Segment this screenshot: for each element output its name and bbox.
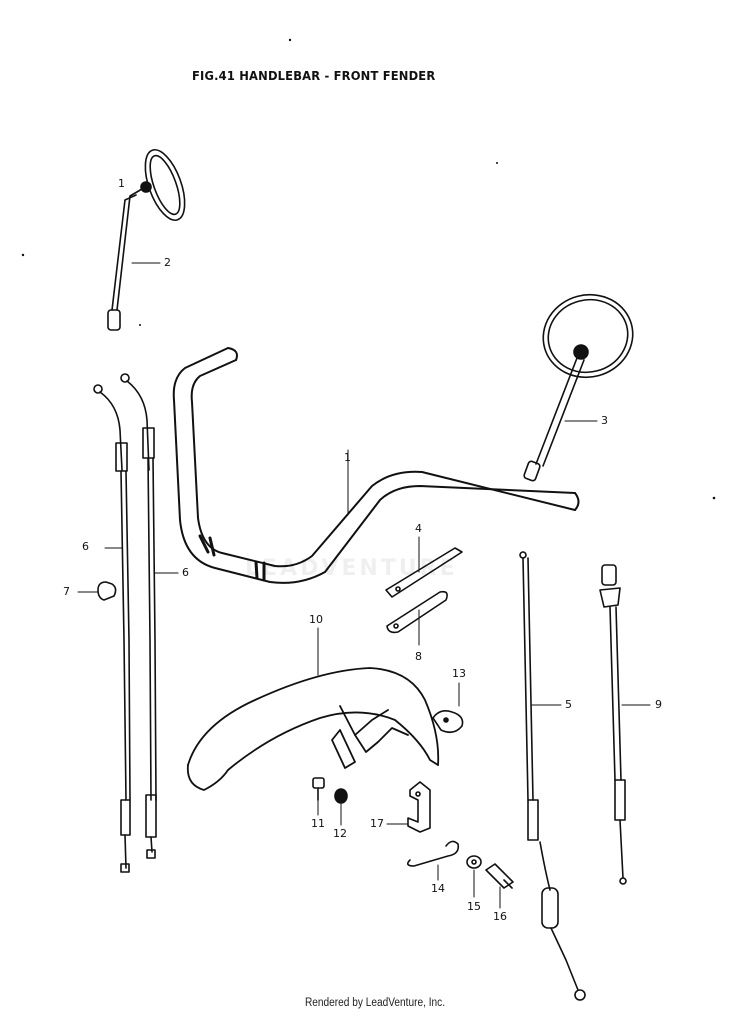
washer-15-part: [466, 855, 482, 869]
clutch-cable-part: [93, 384, 131, 873]
callout-9: 9: [655, 698, 662, 711]
callout-3: 3: [601, 414, 608, 427]
callout-5: 5: [565, 698, 572, 711]
bolt-11-part: [312, 777, 325, 801]
callout-6-left: 6: [82, 540, 89, 553]
figure-title: FIG.41 HANDLEBAR - FRONT FENDER: [192, 68, 436, 83]
speedometer-cable-part: [519, 551, 586, 1001]
bracket-8-part: [386, 590, 448, 634]
washer-12-part: [334, 788, 348, 804]
callout-15: 15: [467, 900, 481, 913]
bracket-4-part: [385, 547, 463, 598]
scan-specks: [21, 38, 716, 500]
callout-12: 12: [333, 827, 347, 840]
bracket-17-part: [407, 781, 431, 833]
right-mirror-part: [523, 293, 634, 482]
watermark: LEADVENTURE: [245, 556, 458, 581]
callout-17: 17: [370, 817, 384, 830]
leader-lines: [77, 262, 651, 909]
callout-10: 10: [309, 613, 323, 626]
front-fender-part: [186, 667, 440, 791]
callout-2: 2: [164, 256, 171, 269]
cable-clamp-part: [97, 581, 117, 601]
callout-11: 11: [311, 817, 325, 830]
callout-14: 14: [431, 882, 445, 895]
footer-credit: Rendered by LeadVenture, Inc.: [304, 997, 446, 1009]
callout-16: 16: [493, 910, 507, 923]
callout-1-mirror: 1: [118, 177, 125, 190]
callout-13: 13: [452, 667, 466, 680]
brake-cable-part: [120, 373, 157, 859]
callout-8: 8: [415, 650, 422, 663]
callout-1: 1: [344, 451, 351, 464]
handlebar-part: [172, 347, 580, 584]
left-mirror-part: [107, 149, 186, 331]
callout-4: 4: [415, 522, 422, 535]
tachometer-cable-part: [599, 564, 627, 885]
callout-7: 7: [63, 585, 70, 598]
clip-14-part: [406, 840, 460, 867]
callout-6-right: 6: [182, 566, 189, 579]
bolt-16-part: [485, 863, 514, 889]
bracket-13-part: [432, 710, 464, 734]
